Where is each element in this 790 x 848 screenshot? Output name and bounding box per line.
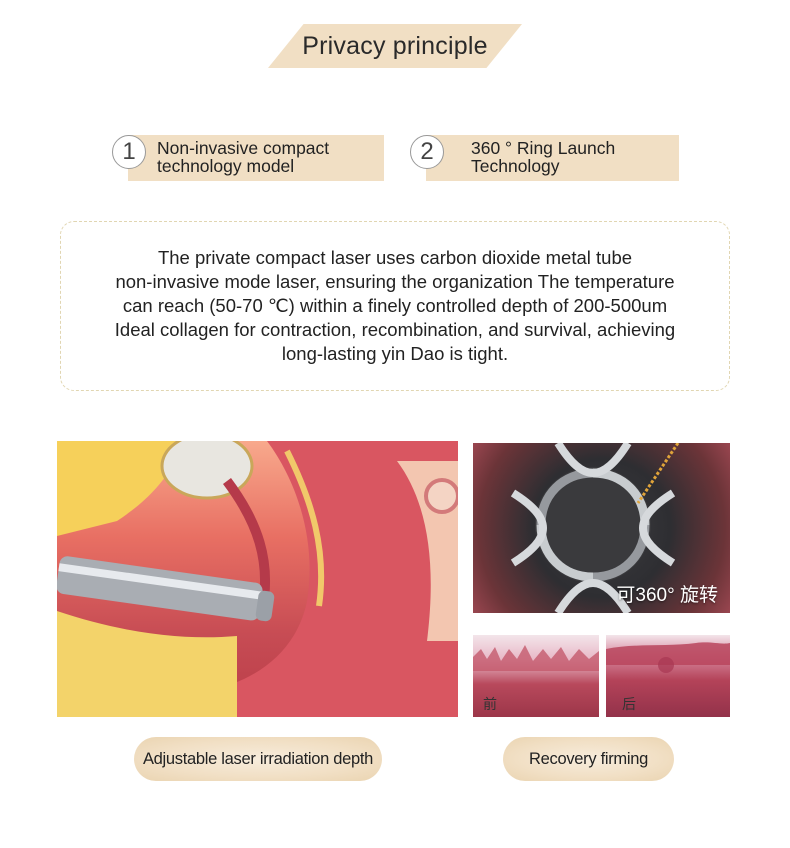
page-title: Privacy principle xyxy=(302,31,488,60)
tissue-before-graphic xyxy=(473,645,599,671)
after-label: 后 xyxy=(622,696,636,712)
description-line: long-lasting yin Dao is tight. xyxy=(281,343,509,364)
description-box: The private compact laser uses carbon di… xyxy=(60,221,730,391)
anatomy-illustration-image xyxy=(57,441,458,717)
feature-1-label-line1: Non-invasive compact xyxy=(157,138,330,158)
feature-2-background xyxy=(426,135,679,181)
ring-launch-image: 可360° 旋转 xyxy=(473,443,730,613)
ring-launch-graphic xyxy=(510,443,680,613)
description-line: can reach (50-70 ℃) within a finely cont… xyxy=(122,295,668,316)
feature-2-label-line1: 360 ° Ring Launch xyxy=(471,138,616,158)
feature-1-number-badge: 1 xyxy=(112,135,146,169)
feature-1-label-line2: technology model xyxy=(157,156,295,176)
feature-2-label: 360 ° Ring Launch Technology xyxy=(471,139,615,175)
tissue-after-image: 后 xyxy=(606,635,730,717)
caption-adjustable-depth: Adjustable laser irradiation depth xyxy=(134,737,382,781)
tissue-before-image: 前 xyxy=(473,635,599,717)
anatomy-illustration-graphic xyxy=(57,441,458,717)
description-line: non-invasive mode laser, ensuring the or… xyxy=(115,271,675,292)
feature-2-label-line2: Technology xyxy=(471,156,560,176)
feature-1-label: Non-invasive compact technology model xyxy=(157,139,329,175)
title-banner: Privacy principle xyxy=(268,24,522,68)
before-label: 前 xyxy=(483,696,497,712)
description-line: The private compact laser uses carbon di… xyxy=(157,247,633,268)
feature-2: 2 360 ° Ring Launch Technology xyxy=(410,133,682,181)
feature-1: 1 Non-invasive compact technology model xyxy=(112,133,384,181)
tissue-after-graphic xyxy=(606,642,730,673)
feature-2-number-badge: 2 xyxy=(410,135,444,169)
description-text: The private compact laser uses carbon di… xyxy=(115,246,675,366)
ring-rotation-caption: 可360° 旋转 xyxy=(616,585,718,606)
feature-1-background xyxy=(128,135,384,181)
caption-recovery-firming: Recovery firming xyxy=(503,737,674,781)
description-line: Ideal collagen for contraction, recombin… xyxy=(114,319,676,340)
